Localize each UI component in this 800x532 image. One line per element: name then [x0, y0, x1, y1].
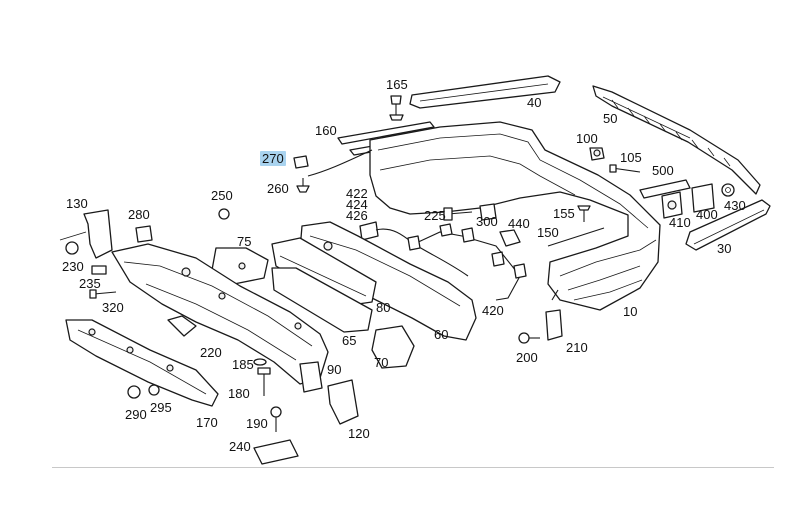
part-210-bracket — [545, 309, 563, 341]
label-426: 426 — [346, 208, 368, 223]
label-210: 210 — [566, 340, 588, 355]
bottom-divider — [52, 467, 774, 468]
part-430-grommet — [721, 183, 735, 197]
part-422-connector — [359, 221, 379, 241]
part-220-bolt — [167, 315, 197, 337]
part-295-washer — [148, 384, 160, 396]
label-75: 75 — [237, 234, 252, 249]
part-150-rod — [547, 227, 605, 247]
part-180-bolt — [257, 367, 271, 396]
label-90: 90 — [327, 362, 342, 377]
part-50-rail — [592, 85, 761, 195]
label-120: 120 — [348, 426, 370, 441]
part-40-trim-strip — [409, 75, 561, 109]
label-40: 40 — [527, 95, 542, 110]
label-280: 280 — [128, 207, 150, 222]
part-240-bracket — [253, 439, 299, 465]
label-260: 260 — [267, 181, 289, 196]
label-165: 165 — [386, 77, 408, 92]
label-235: 235 — [79, 276, 101, 291]
label-200: 200 — [516, 350, 538, 365]
label-424: 424 — [346, 197, 368, 212]
label-180: 180 — [228, 386, 250, 401]
label-240: 240 — [229, 439, 251, 454]
part-200-clip — [518, 332, 540, 344]
part-280-clip — [135, 225, 153, 243]
label-155: 155 — [553, 206, 575, 221]
part-300-clip — [479, 203, 497, 221]
label-410: 410 — [669, 215, 691, 230]
label-300: 300 — [476, 214, 498, 229]
part-120-guide — [327, 379, 359, 425]
part-500-reflector — [639, 179, 691, 199]
label-295: 295 — [150, 400, 172, 415]
label-50: 50 — [603, 111, 618, 126]
label-320: 320 — [102, 300, 124, 315]
part-10-bumper-shell — [369, 121, 661, 311]
label-185: 185 — [232, 357, 254, 372]
label-190: 190 — [246, 416, 268, 431]
part-190-bolt — [270, 406, 282, 432]
label-422: 422 — [346, 186, 368, 201]
label-130: 130 — [66, 196, 88, 211]
part-235-clip — [91, 265, 107, 275]
label-270-highlighted[interactable]: 270 — [260, 151, 286, 166]
label-230: 230 — [62, 259, 84, 274]
label-65: 65 — [342, 333, 357, 348]
part-250-nut — [218, 208, 230, 220]
label-430: 430 — [724, 198, 746, 213]
part-320-screw — [89, 289, 117, 299]
label-80: 80 — [376, 300, 391, 315]
part-400-sensor — [691, 183, 715, 213]
part-90-bracket — [299, 361, 323, 393]
part-230-nut — [65, 241, 79, 255]
label-500: 500 — [652, 163, 674, 178]
label-250: 250 — [211, 188, 233, 203]
part-100-cap — [589, 147, 605, 161]
part-75-block — [211, 247, 269, 285]
label-225: 225 — [424, 208, 446, 223]
part-70-pad — [371, 325, 415, 369]
part-130-bracket — [59, 209, 113, 259]
part-165-clip — [389, 95, 404, 121]
part-80-absorber — [271, 237, 377, 307]
part-290-nut — [127, 385, 141, 399]
part-440-bracket — [499, 229, 521, 247]
label-10: 10 — [623, 304, 638, 319]
part-410-bracket — [661, 191, 683, 219]
part-270-hook — [293, 149, 373, 177]
label-160: 160 — [315, 123, 337, 138]
label-290: 290 — [125, 407, 147, 422]
label-100: 100 — [576, 131, 598, 146]
part-260-screw — [296, 178, 310, 193]
part-155-screw — [577, 205, 591, 222]
part-65-absorber — [271, 267, 373, 333]
label-220: 220 — [200, 345, 222, 360]
part-185-washer — [253, 358, 267, 366]
label-400: 400 — [696, 207, 718, 222]
label-420: 420 — [482, 303, 504, 318]
label-150: 150 — [537, 225, 559, 240]
label-30: 30 — [717, 241, 732, 256]
part-30-lower-trim — [685, 199, 771, 251]
label-170: 170 — [196, 415, 218, 430]
label-60: 60 — [434, 327, 449, 342]
part-105-pin — [609, 164, 641, 173]
label-440: 440 — [508, 216, 530, 231]
part-170-carrier — [65, 319, 219, 407]
part-420-harness — [375, 223, 527, 301]
label-105: 105 — [620, 150, 642, 165]
label-70: 70 — [374, 355, 389, 370]
part-225-bolt — [443, 207, 473, 221]
